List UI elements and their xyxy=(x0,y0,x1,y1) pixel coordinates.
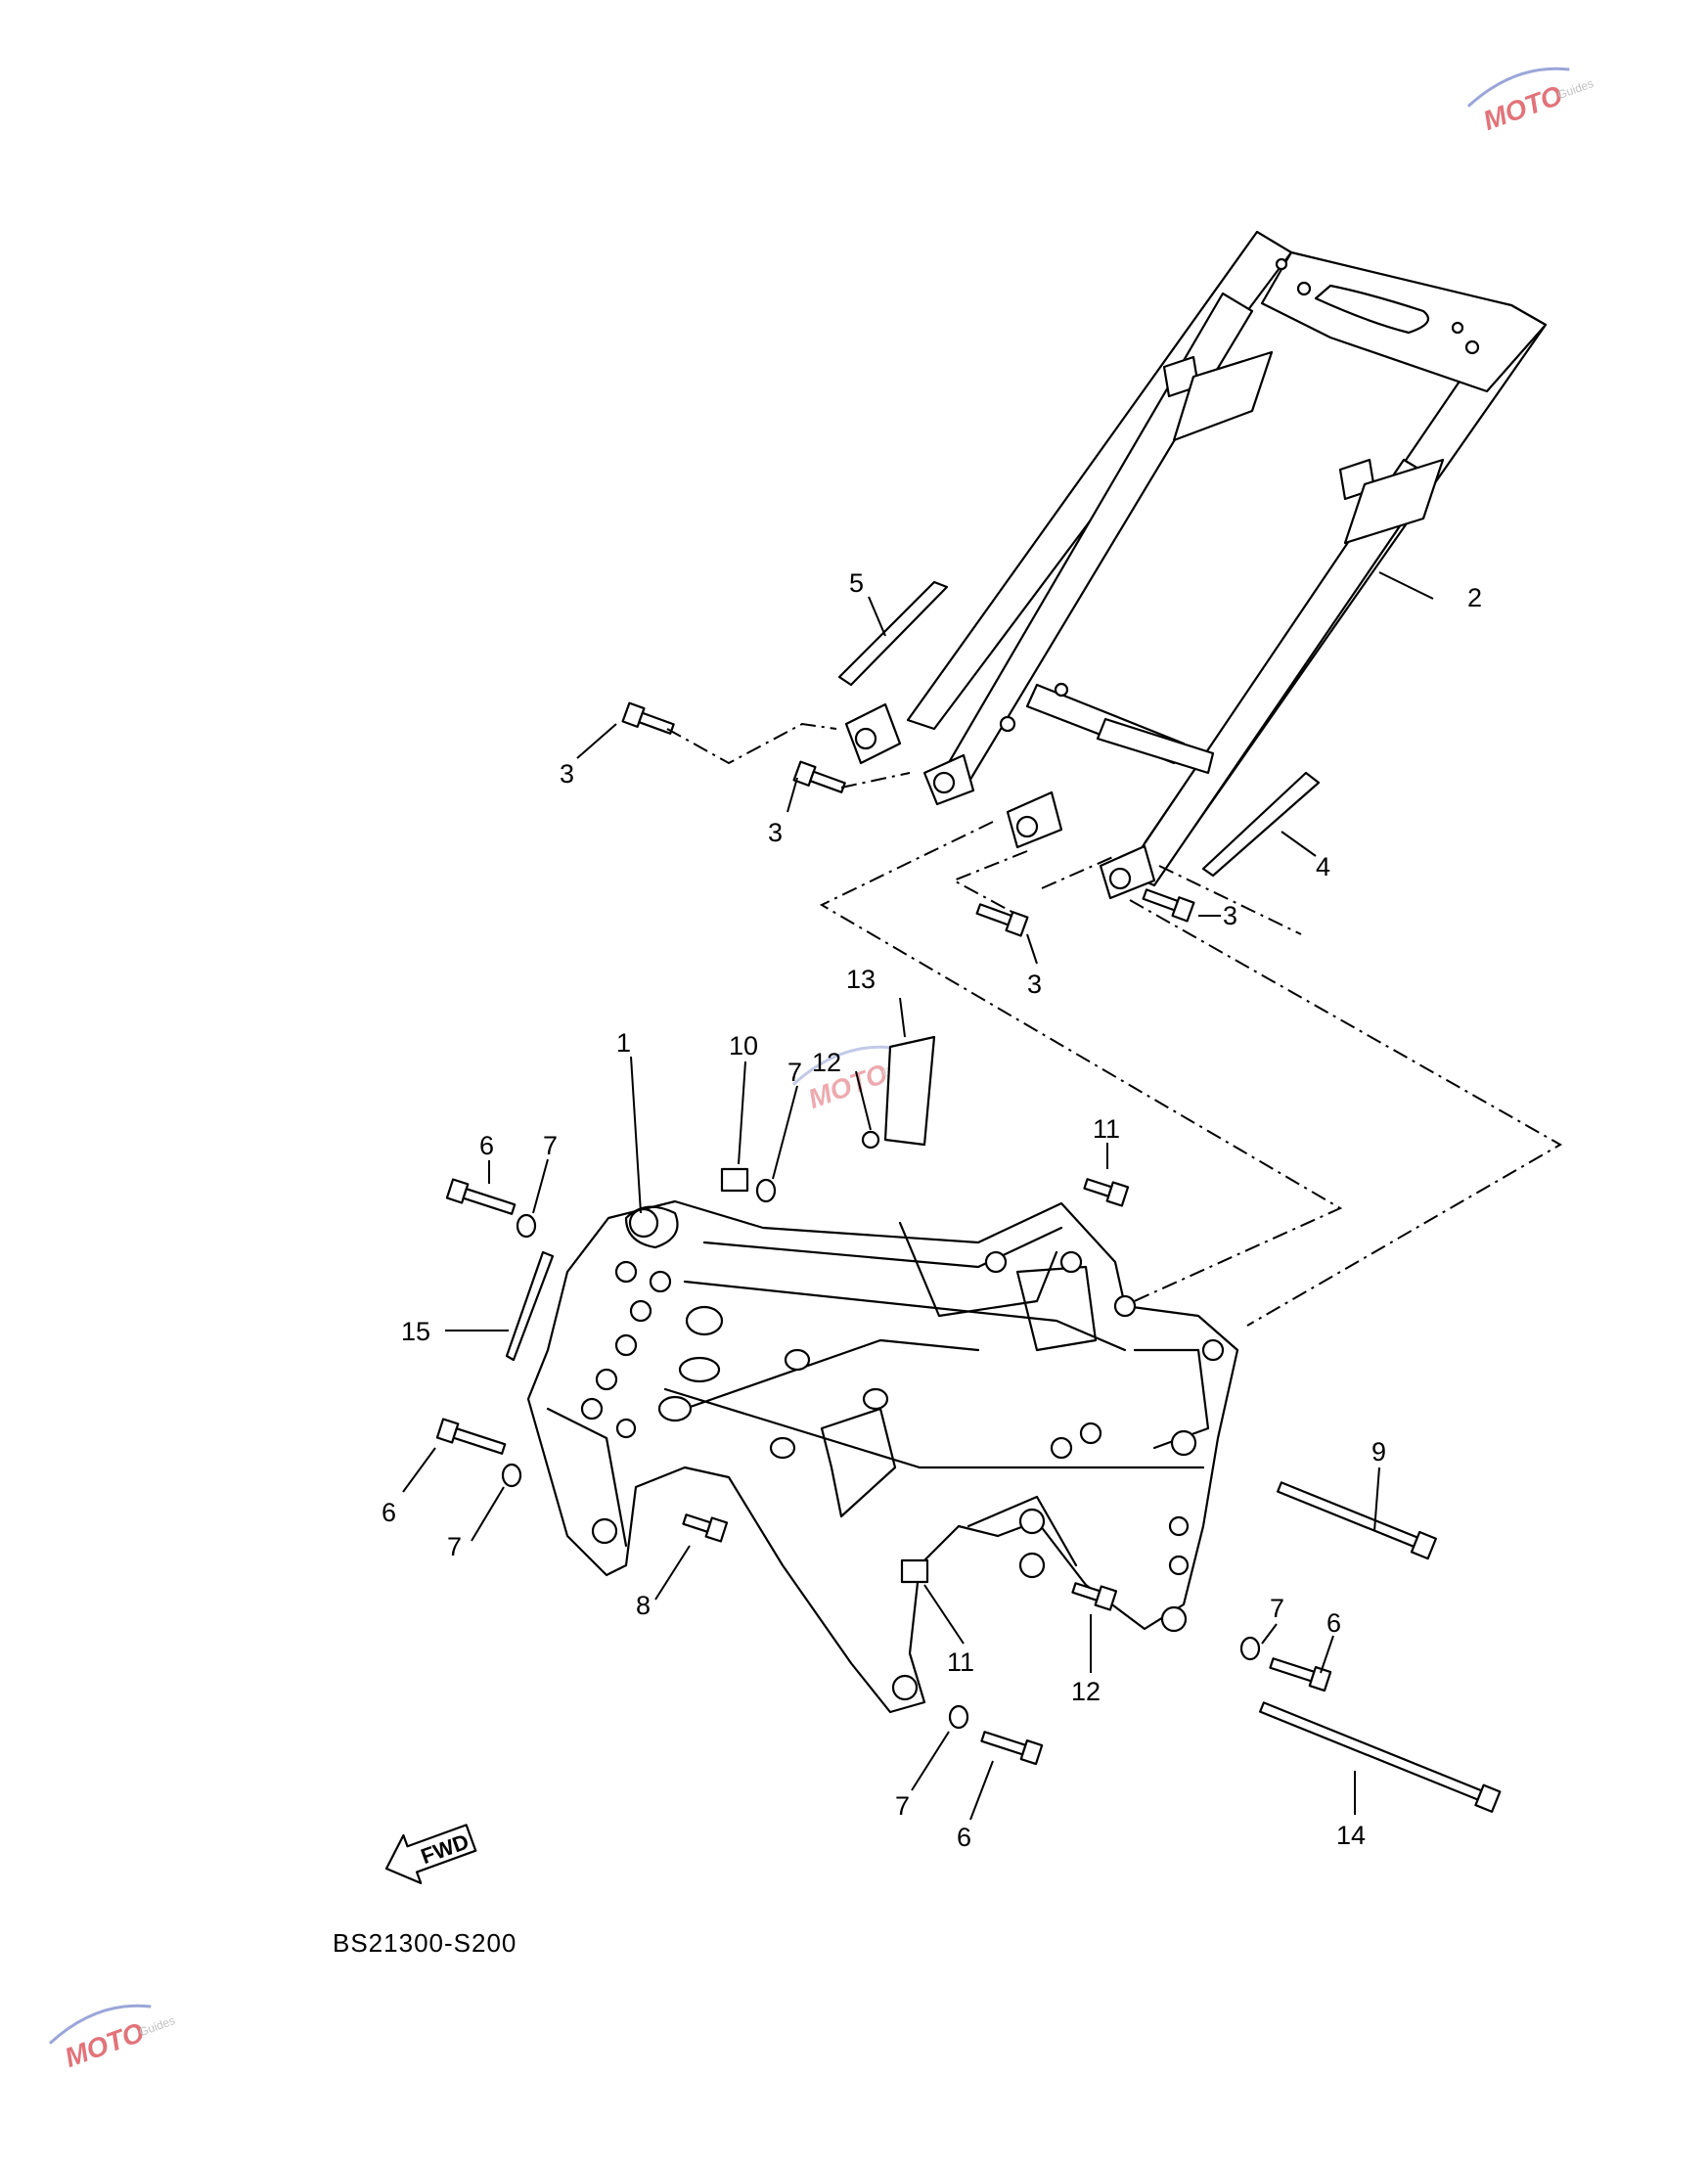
callout-11b: 11 xyxy=(947,1647,974,1677)
callout-7d: 7 xyxy=(1270,1594,1284,1623)
callout-11a: 10 xyxy=(729,1031,758,1060)
bolt-12-bottom xyxy=(1071,1582,1118,1611)
callout-12b: 12 xyxy=(1071,1677,1101,1706)
callout-1: 1 xyxy=(616,1028,631,1058)
nut-11-bottom xyxy=(900,1558,929,1584)
callout-7b: 7 xyxy=(447,1532,462,1561)
part-14-label xyxy=(883,1035,936,1147)
forward-arrow-icon: FWD xyxy=(384,1824,477,1884)
callout-6b: 6 xyxy=(382,1498,396,1527)
bolt-3-b xyxy=(792,760,846,793)
callout-7a: 7 xyxy=(543,1131,558,1160)
callout-6a: 6 xyxy=(479,1131,494,1160)
callout-7c: 7 xyxy=(787,1058,802,1087)
part-4-guard xyxy=(1201,771,1321,878)
callout-leaders xyxy=(402,571,1434,1821)
bolt-6-upper-left xyxy=(445,1178,517,1215)
callout-3a: 3 xyxy=(560,759,574,789)
bolt-3-a xyxy=(621,701,675,735)
rear-subframe xyxy=(844,230,1548,900)
washer-7-e xyxy=(948,1704,969,1730)
bolt-3-c xyxy=(975,903,1029,937)
callout-6c: 6 xyxy=(1326,1608,1341,1638)
callout-14: 13 xyxy=(846,965,876,994)
nut-13 xyxy=(861,1130,880,1150)
bolt-3-d xyxy=(1142,888,1195,923)
nut-11-top xyxy=(720,1167,749,1193)
part-5-guard xyxy=(837,580,949,687)
washer-7-c xyxy=(755,1178,777,1203)
part-15-strip xyxy=(505,1250,555,1362)
callout-10: 14 xyxy=(1336,1821,1366,1850)
callout-8: 8 xyxy=(636,1591,651,1620)
bolt-6-right xyxy=(1269,1657,1332,1692)
bolt-12-top xyxy=(1083,1178,1130,1207)
callout-6d: 6 xyxy=(957,1823,971,1852)
callout-7e: 7 xyxy=(895,1791,910,1821)
diagram-code: BS21300-S200 xyxy=(333,1928,517,1958)
callout-12a: 11 xyxy=(1093,1114,1120,1144)
bolt-6-bottom xyxy=(980,1731,1044,1766)
callout-3d: 3 xyxy=(1027,970,1042,999)
washer-7-d xyxy=(1239,1636,1261,1661)
bolt-9 xyxy=(1277,1481,1437,1560)
washer-7-a xyxy=(516,1213,537,1239)
alignment-lines xyxy=(666,722,1563,1390)
main-frame xyxy=(526,1199,1239,1714)
watermark-logo-bottom: MOTO Guides xyxy=(48,2004,177,2073)
watermark-sub-text: Guides xyxy=(1555,76,1596,102)
callout-5: 5 xyxy=(849,568,864,598)
watermark-logo-top: MOTO Guides xyxy=(1466,67,1596,136)
bolt-6-lower-left xyxy=(435,1418,507,1455)
callout-15: 15 xyxy=(401,1317,430,1346)
callout-9: 9 xyxy=(1371,1437,1386,1467)
callout-2: 2 xyxy=(1467,583,1482,612)
bolt-10 xyxy=(1259,1701,1502,1813)
callout-13: 12 xyxy=(812,1048,841,1077)
callout-4: 4 xyxy=(1316,852,1330,881)
callout-3c: 3 xyxy=(1223,901,1237,930)
callout-labels: 2 5 3 3 4 3 3 13 1 10 12 7 11 6 7 15 6 7… xyxy=(382,568,1482,1852)
callout-3b: 3 xyxy=(768,818,783,847)
bolt-8 xyxy=(682,1513,729,1543)
watermark-sub-text: Guides xyxy=(137,2013,177,2039)
washer-7-b xyxy=(501,1463,522,1488)
